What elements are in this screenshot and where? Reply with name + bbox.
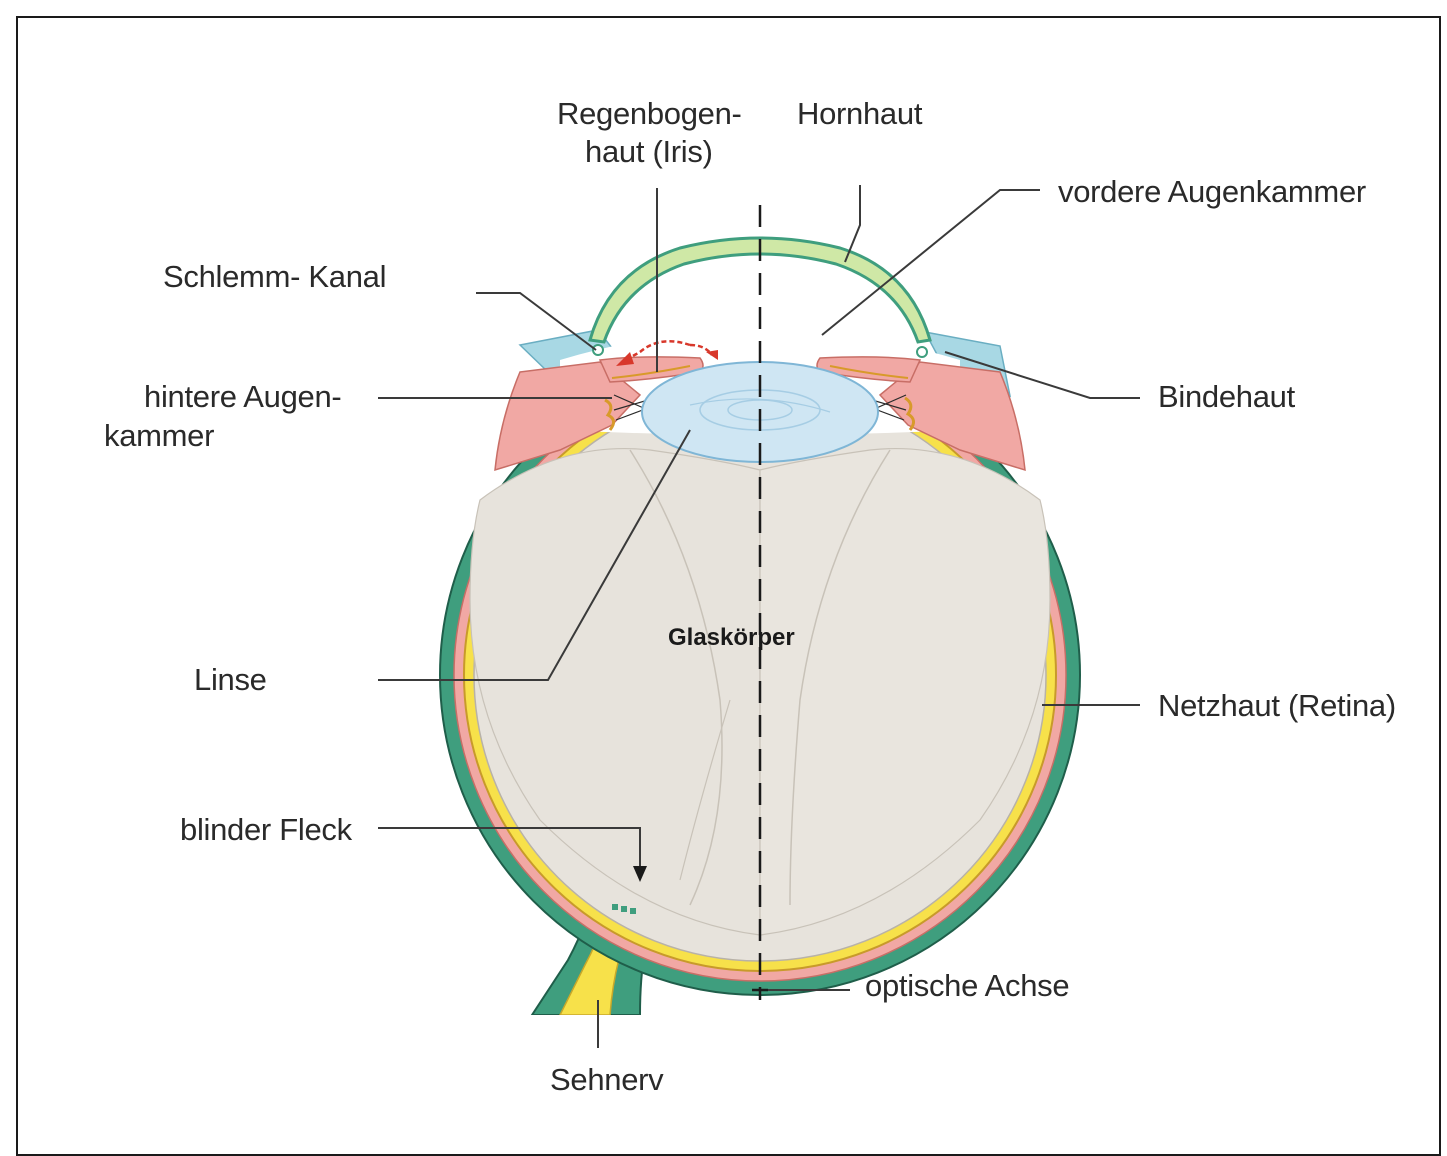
- label-hornhaut: Hornhaut: [797, 96, 923, 131]
- label-hintere-line2: kammer: [104, 418, 214, 453]
- label-glaskoerper: Glaskörper: [668, 624, 795, 651]
- label-schlemm-kanal: Schlemm- Kanal: [163, 259, 386, 294]
- label-netzhaut: Netzhaut (Retina): [1158, 688, 1396, 723]
- label-bindehaut: Bindehaut: [1158, 379, 1296, 414]
- label-optische-achse: optische Achse: [865, 968, 1069, 1003]
- label-hintere-line1: hintere Augen-: [144, 379, 341, 414]
- schlemm-canal-right: [917, 347, 927, 357]
- label-sehnerv: Sehnerv: [550, 1062, 664, 1097]
- label-regenbogen-line1: Regenbogen-: [557, 96, 742, 131]
- label-blinder-fleck: blinder Fleck: [180, 812, 353, 847]
- label-linse: Linse: [194, 662, 267, 697]
- label-regenbogen-line2: haut (Iris): [585, 134, 713, 169]
- label-vordere-augenkammer: vordere Augenkammer: [1058, 174, 1366, 209]
